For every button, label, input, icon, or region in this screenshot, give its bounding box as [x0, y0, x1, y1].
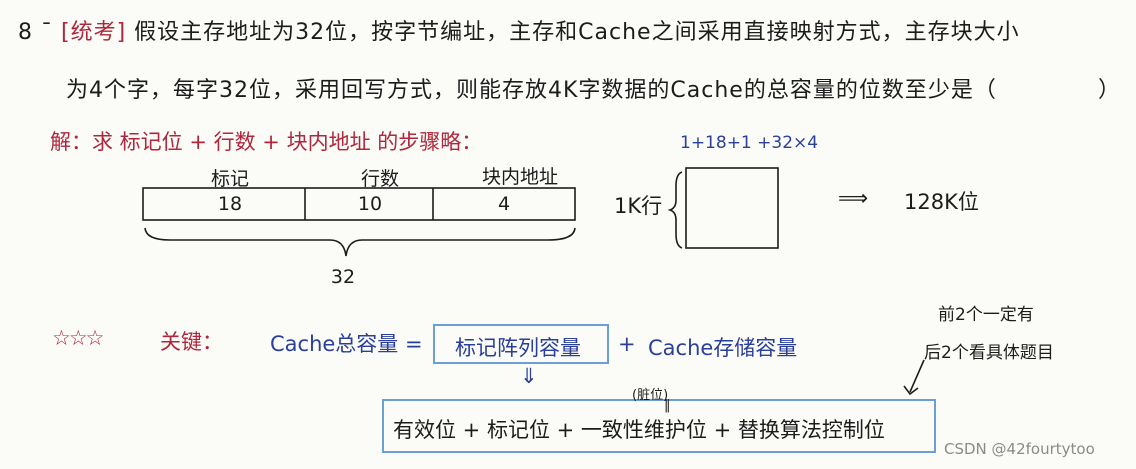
- expansion-box: [382, 399, 936, 453]
- result-arrow: ⟹: [838, 186, 869, 210]
- total-width-label: 32: [330, 266, 356, 288]
- term2-text: Cache存储容量: [648, 336, 798, 360]
- field-value-offset: 4: [497, 193, 511, 215]
- formula-lhs: Cache总容量 =: [270, 332, 423, 356]
- key-label: 关键：: [160, 330, 223, 354]
- side-note-2: 后2个看具体题目: [924, 343, 1054, 363]
- term1-text: 标记阵列容量: [455, 336, 581, 360]
- down-arrow: ⇓: [520, 364, 538, 388]
- question-text-2: 为4个字，每字32位，采用回写方式，则能存放4K字数据的Cache的总容量的位数…: [66, 78, 997, 103]
- question-text-1: 假设主存地址为32位，按字节编址，主存和Cache之间采用直接映射方式，主存块大…: [134, 20, 1020, 45]
- question-line-2: 为4个字，每字32位，采用回写方式，则能存放4K字数据的Cache的总容量的位数…: [66, 72, 997, 104]
- question-dash: ˉ: [41, 20, 53, 45]
- field-label-rows: 行数: [360, 168, 399, 190]
- question-tag: [统考]: [61, 20, 127, 45]
- question-number: 8: [18, 20, 33, 45]
- stars: ☆☆☆: [52, 326, 105, 350]
- address-box: [142, 187, 576, 221]
- side-arrow-head: [903, 385, 919, 396]
- term1-box: [433, 324, 609, 364]
- dirty-bit-mark: ‖: [664, 398, 671, 413]
- field-value-rows: 10: [357, 193, 383, 215]
- question-line-1: 8 ˉ [统考] 假设主存地址为32位，按字节编址，主存和Cache之间采用直接…: [18, 14, 1020, 46]
- dirty-bit-note: (脏位): [632, 388, 669, 403]
- solution-title: 解：求 标记位 + 行数 + 块内地址 的步骤略：: [50, 130, 483, 154]
- bits-per-row-formula: 1+18+1 +32×4: [680, 133, 819, 153]
- side-arrow-line: [909, 359, 925, 393]
- result-value: 128K位: [904, 190, 979, 214]
- field-label-offset: 块内地址: [481, 166, 558, 188]
- side-note-1: 前2个一定有: [938, 305, 1034, 325]
- rows-brace: [667, 171, 683, 249]
- field-value-tag: 18: [217, 193, 243, 215]
- csdn-watermark: CSDN @42fourtytoo: [944, 440, 1095, 458]
- expansion-text: 有效位 + 标记位 + 一致性维护位 + 替换算法控制位: [393, 418, 885, 442]
- question-close-paren: ）: [1098, 78, 1122, 103]
- cache-square: [685, 167, 779, 249]
- rows-label: 1K行: [614, 194, 663, 218]
- address-brace: [144, 227, 576, 257]
- formula-plus: +: [618, 332, 636, 356]
- field-label-tag: 标记: [210, 168, 249, 190]
